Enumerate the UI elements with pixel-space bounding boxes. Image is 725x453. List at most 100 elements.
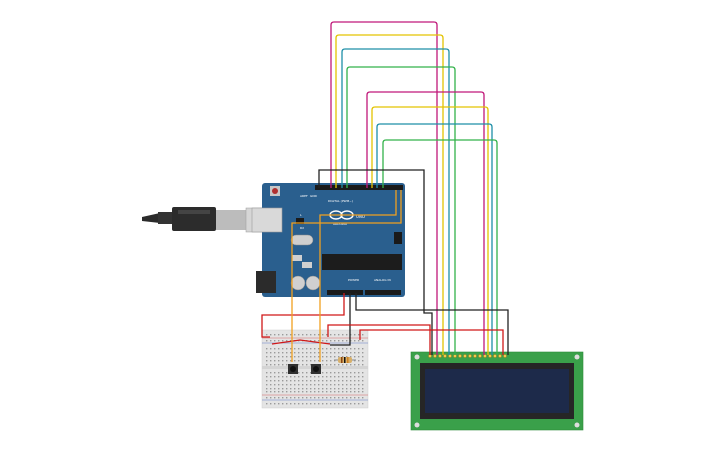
board-model: UNO (356, 214, 365, 219)
breadboard-hole (302, 348, 304, 350)
lcd-pin[interactable] (458, 354, 462, 358)
breadboard-hole (350, 340, 352, 342)
wire-red-5v[interactable] (261, 293, 345, 338)
breadboard-hole (294, 384, 296, 386)
breadboard-hole (282, 391, 284, 393)
pushbutton-icon-2[interactable] (311, 364, 321, 374)
wire-magenta-1[interactable] (330, 21, 438, 355)
power-label: POWER (348, 278, 359, 282)
breadboard-hole (310, 356, 312, 358)
breadboard-hole (298, 356, 300, 358)
wire-orange-btn1[interactable] (291, 190, 402, 362)
breadboard-hole (322, 348, 324, 350)
breadboard-hole (266, 388, 268, 390)
lcd-pin[interactable] (448, 354, 452, 358)
resistor-icon[interactable] (334, 357, 356, 363)
lcd-pin[interactable] (503, 354, 507, 358)
breadboard-hole (326, 360, 328, 362)
breadboard-hole (354, 364, 356, 366)
lcd-pin[interactable] (433, 354, 437, 358)
breadboard-hole (326, 384, 328, 386)
breadboard-hole (322, 372, 324, 374)
breadboard-hole (342, 391, 344, 393)
lcd-pin[interactable] (483, 354, 487, 358)
wire-teal-1[interactable] (341, 48, 450, 355)
breadboard-hole (354, 360, 356, 362)
breadboard-hole (326, 403, 328, 405)
lcd-pin[interactable] (488, 354, 492, 358)
power-header[interactable] (327, 290, 363, 295)
lcd-pin-header[interactable] (428, 354, 507, 358)
breadboard-hole (278, 376, 280, 378)
lcd-pin[interactable] (473, 354, 477, 358)
breadboard-hole (282, 380, 284, 382)
breadboard-hole (286, 388, 288, 390)
breadboard-hole (330, 334, 332, 336)
breadboard-hole (310, 334, 312, 336)
arduino-board[interactable]: DIGITAL (PWM~) L TX RX AREF GND UNO ARDU… (251, 183, 405, 297)
breadboard-hole (338, 356, 340, 358)
breadboard-hole (338, 397, 340, 399)
breadboard-hole (354, 391, 356, 393)
wire-green-1[interactable] (346, 66, 456, 355)
breadboard-hole (318, 356, 320, 358)
breadboard-hole (294, 348, 296, 350)
breadboard-hole (274, 364, 276, 366)
breadboard-hole (278, 340, 280, 342)
capacitor-1 (290, 275, 306, 291)
breadboard-hole (330, 388, 332, 390)
lcd-pin[interactable] (438, 354, 442, 358)
breadboard-hole (306, 360, 308, 362)
wire-black-top[interactable] (318, 169, 433, 355)
analog-header[interactable] (365, 290, 401, 295)
wire-magenta-2[interactable] (366, 91, 485, 355)
wire-black-gnd[interactable] (355, 293, 509, 355)
breadboard-hole (362, 352, 364, 354)
breadboard-hole (314, 360, 316, 362)
reset-button[interactable] (270, 186, 280, 196)
breadboard-hole (330, 403, 332, 405)
breadboard-hole (290, 360, 292, 362)
breadboard-hole (302, 360, 304, 362)
lcd-display[interactable] (410, 351, 584, 431)
breadboard-hole (278, 352, 280, 354)
wire-green-2[interactable] (382, 139, 498, 355)
breadboard-hole (318, 376, 320, 378)
wire-red-lcd[interactable] (327, 324, 431, 355)
breadboard-hole (298, 388, 300, 390)
lcd-pin[interactable] (468, 354, 472, 358)
breadboard-hole (338, 388, 340, 390)
chip-icon (296, 218, 304, 224)
wire-red-lcd-2[interactable] (359, 329, 504, 355)
breadboard-hole (290, 356, 292, 358)
wire-teal-2[interactable] (376, 123, 493, 355)
breadboard-hole (350, 352, 352, 354)
lcd-pin[interactable] (443, 354, 447, 358)
breadboard-hole (334, 376, 336, 378)
lcd-pin[interactable] (463, 354, 467, 358)
breadboard-hole (266, 364, 268, 366)
microcontroller-chip (322, 254, 402, 270)
lcd-pin[interactable] (478, 354, 482, 358)
breadboard-hole (346, 388, 348, 390)
digital-header[interactable] (315, 185, 403, 190)
breadboard-hole (282, 376, 284, 378)
breadboard-hole (334, 384, 336, 386)
lcd-pin[interactable] (498, 354, 502, 358)
wire-black-bb[interactable] (330, 293, 351, 346)
breadboard-hole (330, 360, 332, 362)
wire-yellow-2[interactable] (371, 106, 489, 355)
breadboard-hole (266, 352, 268, 354)
breadboard-hole (358, 376, 360, 378)
breadboard-hole (310, 391, 312, 393)
breadboard-hole (282, 403, 284, 405)
breadboard-hole (358, 372, 360, 374)
breadboard-hole (310, 372, 312, 374)
wire-orange-btn2[interactable] (319, 190, 397, 362)
breadboard-hole (338, 340, 340, 342)
lcd-pin[interactable] (493, 354, 497, 358)
breadboard-hole (354, 356, 356, 358)
wire-yellow-1[interactable] (335, 34, 444, 355)
breadboard-hole (274, 348, 276, 350)
pushbutton-icon[interactable] (288, 364, 298, 374)
